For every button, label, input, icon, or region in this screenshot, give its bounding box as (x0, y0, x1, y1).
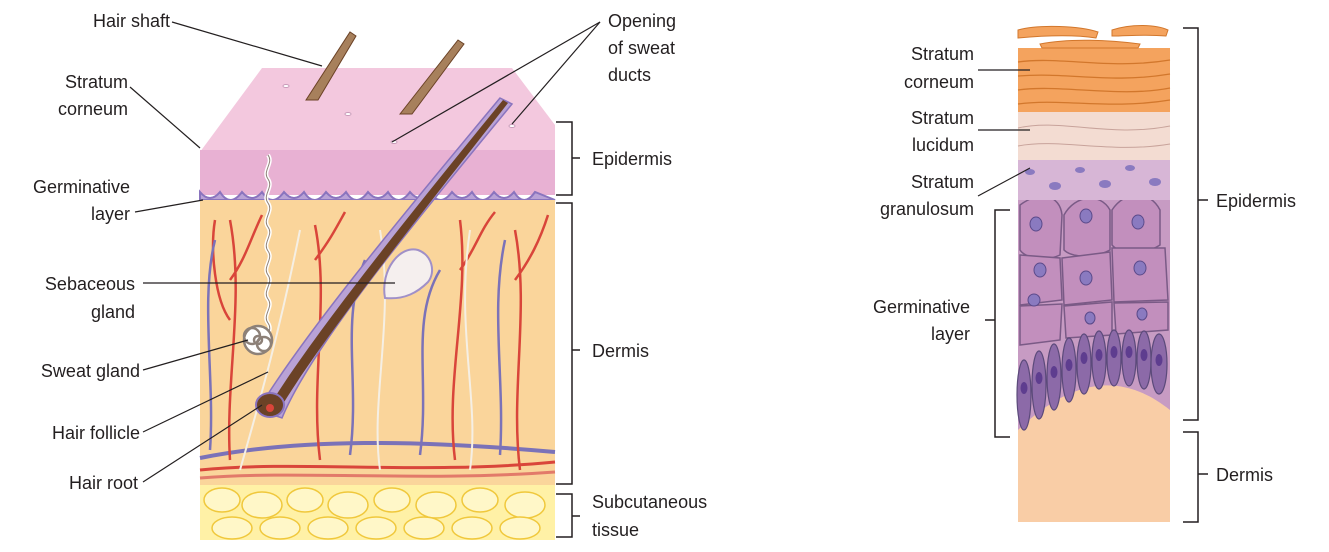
label-stratum-corneum-line1: Stratum (65, 72, 128, 92)
sweat-gland-coil (244, 326, 272, 354)
left-brackets (556, 122, 580, 537)
label-sweat-gland: Sweat gland (41, 361, 140, 381)
label-r-germinative-line1: Germinative (873, 297, 970, 317)
label-dermis-left: Dermis (592, 341, 649, 361)
label-opening-sweat-ducts-line2: of sweat (608, 38, 675, 58)
label-opening-sweat-ducts-line3: ducts (608, 65, 651, 85)
label-subcutaneous-line1: Subcutaneous (592, 492, 707, 512)
label-stratum-corneum-line2: corneum (58, 99, 128, 119)
label-subcutaneous-line2: tissue (592, 520, 639, 540)
stratum-lucidum-band (1018, 112, 1170, 160)
label-r-stratum-corneum-line2: corneum (904, 72, 974, 92)
stratum-granulosum-band (1018, 160, 1170, 200)
label-sebaceous-gland-line2: gland (91, 302, 135, 322)
label-germinative-layer-line2: layer (91, 204, 130, 224)
epidermis-front (200, 150, 555, 195)
label-r-epidermis: Epidermis (1216, 191, 1296, 211)
label-germinative-layer-line1: Germinative (33, 177, 130, 197)
epidermis-layers-diagram (1017, 26, 1170, 523)
label-r-germinative-line2: layer (931, 324, 970, 344)
label-sebaceous-gland-line1: Sebaceous (45, 274, 135, 294)
label-r-stratum-lucidum-line2: lucidum (912, 135, 974, 155)
label-r-stratum-lucidum-line1: Stratum (911, 108, 974, 128)
label-hair-root: Hair root (69, 473, 138, 493)
label-r-dermis: Dermis (1216, 465, 1273, 485)
corneum-flakes (1018, 26, 1168, 49)
label-hair-shaft: Hair shaft (93, 11, 170, 31)
label-r-stratum-granulosum-line2: granulosum (880, 199, 974, 219)
label-r-stratum-corneum-line1: Stratum (911, 44, 974, 64)
skin-block-diagram (200, 32, 555, 540)
label-r-stratum-granulosum-line1: Stratum (911, 172, 974, 192)
label-epidermis-left: Epidermis (592, 149, 672, 169)
label-opening-sweat-ducts-line1: Opening (608, 11, 676, 31)
label-hair-follicle: Hair follicle (52, 423, 140, 443)
